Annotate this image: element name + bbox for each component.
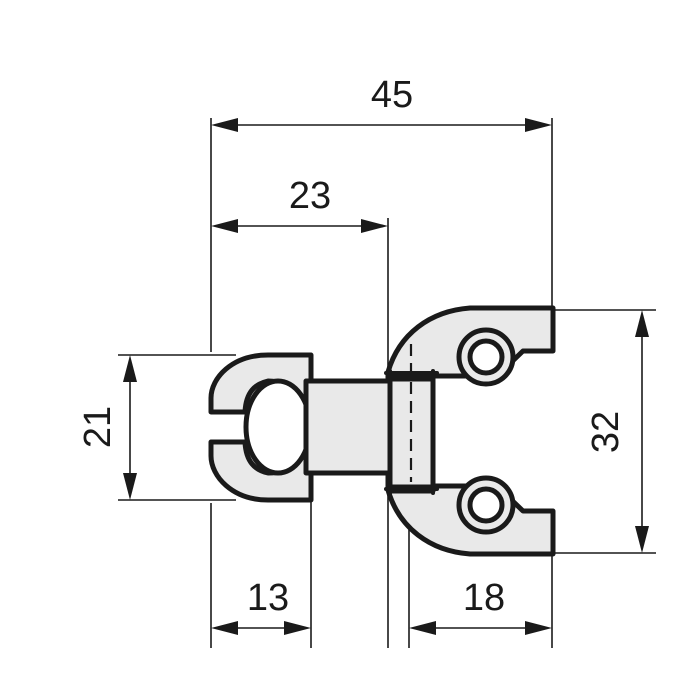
clamp-inner-oval <box>243 378 313 476</box>
dimension-label-18: 18 <box>463 577 505 619</box>
dimension-32: 32 <box>585 310 649 553</box>
arrow-bottom-32 <box>635 526 649 553</box>
dimension-21: 21 <box>77 355 137 500</box>
pivot-collar-band <box>387 376 436 490</box>
arrow-left-45 <box>211 118 238 132</box>
arrow-top-21 <box>123 355 137 382</box>
arrow-left-13 <box>211 621 238 635</box>
arrow-top-32 <box>635 310 649 337</box>
dimension-label-45: 45 <box>371 74 413 116</box>
part-geometry <box>208 305 556 557</box>
dimension-45: 45 <box>211 74 552 132</box>
arrow-bottom-21 <box>123 473 137 500</box>
arrow-right-23 <box>361 219 388 233</box>
arrow-right-45 <box>525 118 552 132</box>
arrow-left-18 <box>409 621 436 635</box>
dimension-13: 13 <box>211 577 311 635</box>
dimension-label-23: 23 <box>289 175 331 217</box>
dimension-label-21: 21 <box>77 406 119 448</box>
lower-mounting-hole-inner <box>467 486 505 524</box>
dimension-18: 18 <box>408 490 552 648</box>
arrow-right-13 <box>284 621 311 635</box>
arrow-right-18 <box>525 621 552 635</box>
upper-mounting-hole-inner <box>467 338 505 376</box>
dimension-23: 23 <box>211 175 388 233</box>
dimension-label-32: 32 <box>585 411 627 453</box>
dimension-label-13: 13 <box>247 577 289 619</box>
arrow-left-23 <box>211 219 238 233</box>
center-connecting-arm <box>303 378 393 476</box>
